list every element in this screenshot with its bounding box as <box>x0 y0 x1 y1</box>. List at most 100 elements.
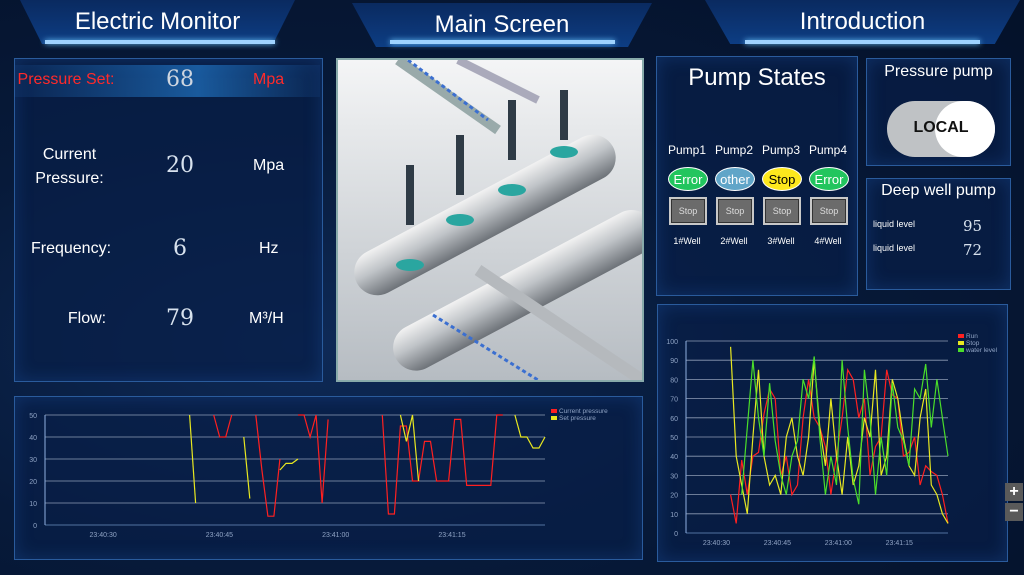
pump3-well-label: 3#Well <box>767 236 795 246</box>
legend-label: water level <box>965 347 998 354</box>
pressure-pump-title: Pressure pump <box>884 63 993 80</box>
y-tick-label: 80 <box>670 377 678 384</box>
zoom-out-button[interactable]: − <box>1005 503 1023 521</box>
pump1-stop-button[interactable]: Stop <box>669 197 707 225</box>
pressure-set-highlight <box>15 65 320 97</box>
y-tick-label: 60 <box>670 416 678 423</box>
y-tick-label: 50 <box>670 435 678 442</box>
tab-main-screen-label: Main Screen <box>434 11 570 38</box>
y-tick-label: 20 <box>670 493 678 500</box>
legend-label: Current pressure <box>559 408 608 415</box>
deep-well-pump-panel: Deep well pump liquid level 95 liquid le… <box>866 178 1011 290</box>
pressure-chart-panel: 0 10 20 30 40 50 23:40:30 23:40:45 23:41:00 23:41… <box>14 396 643 560</box>
pump2-state-indicator: other <box>715 167 755 191</box>
y-tick-label: 50 <box>29 413 37 420</box>
pressure-pump-panel: Pressure pump LOCAL <box>866 58 1011 166</box>
tab-introduction[interactable]: Introduction <box>705 0 1020 44</box>
series-line <box>514 414 546 449</box>
local-remote-toggle[interactable]: LOCAL <box>887 101 995 157</box>
pump4-well-label: 4#Well <box>814 236 842 246</box>
y-tick-label: 100 <box>666 339 678 346</box>
tab-electric-monitor[interactable]: Electric Monitor <box>20 0 295 44</box>
tab-underline <box>45 40 275 44</box>
pressure-chart: 0 10 20 30 40 50 23:40:30 23:40:45 23:41:00 23:41… <box>29 408 608 539</box>
legend-swatch <box>958 341 964 345</box>
pump2-stop-button[interactable]: Stop <box>716 197 754 225</box>
pump4-state-indicator: Error <box>809 167 849 191</box>
toggle-knob <box>935 101 995 157</box>
pump-states-title: Pump States <box>688 64 826 91</box>
zoom-in-button[interactable]: + <box>1005 483 1023 501</box>
liquid-level-2-label: liquid level <box>873 243 916 253</box>
pressure-set-value[interactable]: 68 <box>166 67 194 92</box>
series-line <box>730 346 949 524</box>
y-tick-label: 90 <box>670 358 678 365</box>
pump-states-panel: Pump States Pump1 Pump2 Pump3 Pump4 Erro… <box>656 56 858 296</box>
legend-label: Stop <box>966 340 980 347</box>
flow-value: 79 <box>166 306 194 331</box>
pump4-stop-button[interactable]: Stop <box>810 197 848 225</box>
x-tick-label: 23:41:00 <box>322 532 349 539</box>
series-line <box>279 458 299 471</box>
pump1-well-label: 1#Well <box>673 236 701 246</box>
y-tick-label: 30 <box>670 473 678 480</box>
current-pressure-label: Current Pressure: <box>35 146 104 187</box>
x-tick-label: 23:41:15 <box>886 540 913 547</box>
liquid-level-1-label: liquid level <box>873 219 916 229</box>
y-tick-label: 40 <box>29 435 37 442</box>
pump-station-image <box>336 58 644 382</box>
current-pressure-value: 20 <box>166 153 194 178</box>
legend-swatch <box>551 416 557 420</box>
series-line <box>381 414 503 515</box>
y-tick-label: 70 <box>670 397 678 404</box>
tab-underline <box>390 40 615 44</box>
x-tick-label: 23:40:45 <box>206 532 233 539</box>
series-line <box>255 414 281 517</box>
series-line <box>243 436 251 499</box>
pump2-well-label: 2#Well <box>720 236 748 246</box>
pump4-label: Pump4 <box>808 143 848 157</box>
pump3-state-indicator: Stop <box>762 167 802 191</box>
pump2-label: Pump2 <box>714 143 754 157</box>
pump3-label: Pump3 <box>761 143 801 157</box>
liquid-level-1-value: 95 <box>963 217 983 235</box>
legend-swatch <box>958 348 964 352</box>
y-tick-label: 0 <box>33 523 37 530</box>
tab-main-screen[interactable]: Main Screen <box>352 3 652 47</box>
pipeline-illustration <box>338 60 642 380</box>
current-pressure-unit: Mpa <box>253 157 285 174</box>
y-tick-label: 0 <box>674 531 678 538</box>
frequency-value: 6 <box>173 236 187 261</box>
legend-swatch <box>551 409 557 413</box>
y-tick-label: 20 <box>29 479 37 486</box>
y-tick-label: 10 <box>670 512 678 519</box>
y-tick-label: 40 <box>670 454 678 461</box>
tab-electric-monitor-label: Electric Monitor <box>74 8 241 35</box>
y-tick-label: 30 <box>29 457 37 464</box>
toggle-label: LOCAL <box>913 119 969 136</box>
x-tick-label: 23:40:45 <box>764 540 791 547</box>
legend-swatch <box>958 334 964 338</box>
y-tick-label: 10 <box>29 501 37 508</box>
x-tick-label: 23:40:30 <box>90 532 117 539</box>
pump3-stop-button[interactable]: Stop <box>763 197 801 225</box>
series-line <box>730 367 949 524</box>
series-line <box>189 414 197 504</box>
x-tick-label: 23:41:15 <box>438 532 465 539</box>
deep-well-title: Deep well pump <box>881 182 996 199</box>
flow-unit: M³/H <box>249 310 284 327</box>
pressure-set-unit: Mpa <box>253 71 285 88</box>
frequency-label: Frequency: <box>30 240 112 257</box>
electric-monitor-panel: Pressure Set: 68 Mpa Current Pressure: 2… <box>14 58 323 382</box>
x-tick-label: 23:41:00 <box>825 540 852 547</box>
series-line <box>399 414 420 482</box>
pressure-set-label: Pressure Set: <box>17 71 115 88</box>
flow-label: Flow: <box>67 310 107 327</box>
legend-label: Run <box>966 333 978 340</box>
series-line <box>298 414 329 504</box>
frequency-unit: Hz <box>259 240 279 257</box>
pump1-state-indicator: Error <box>668 167 708 191</box>
legend-label: Set pressure <box>559 415 596 422</box>
